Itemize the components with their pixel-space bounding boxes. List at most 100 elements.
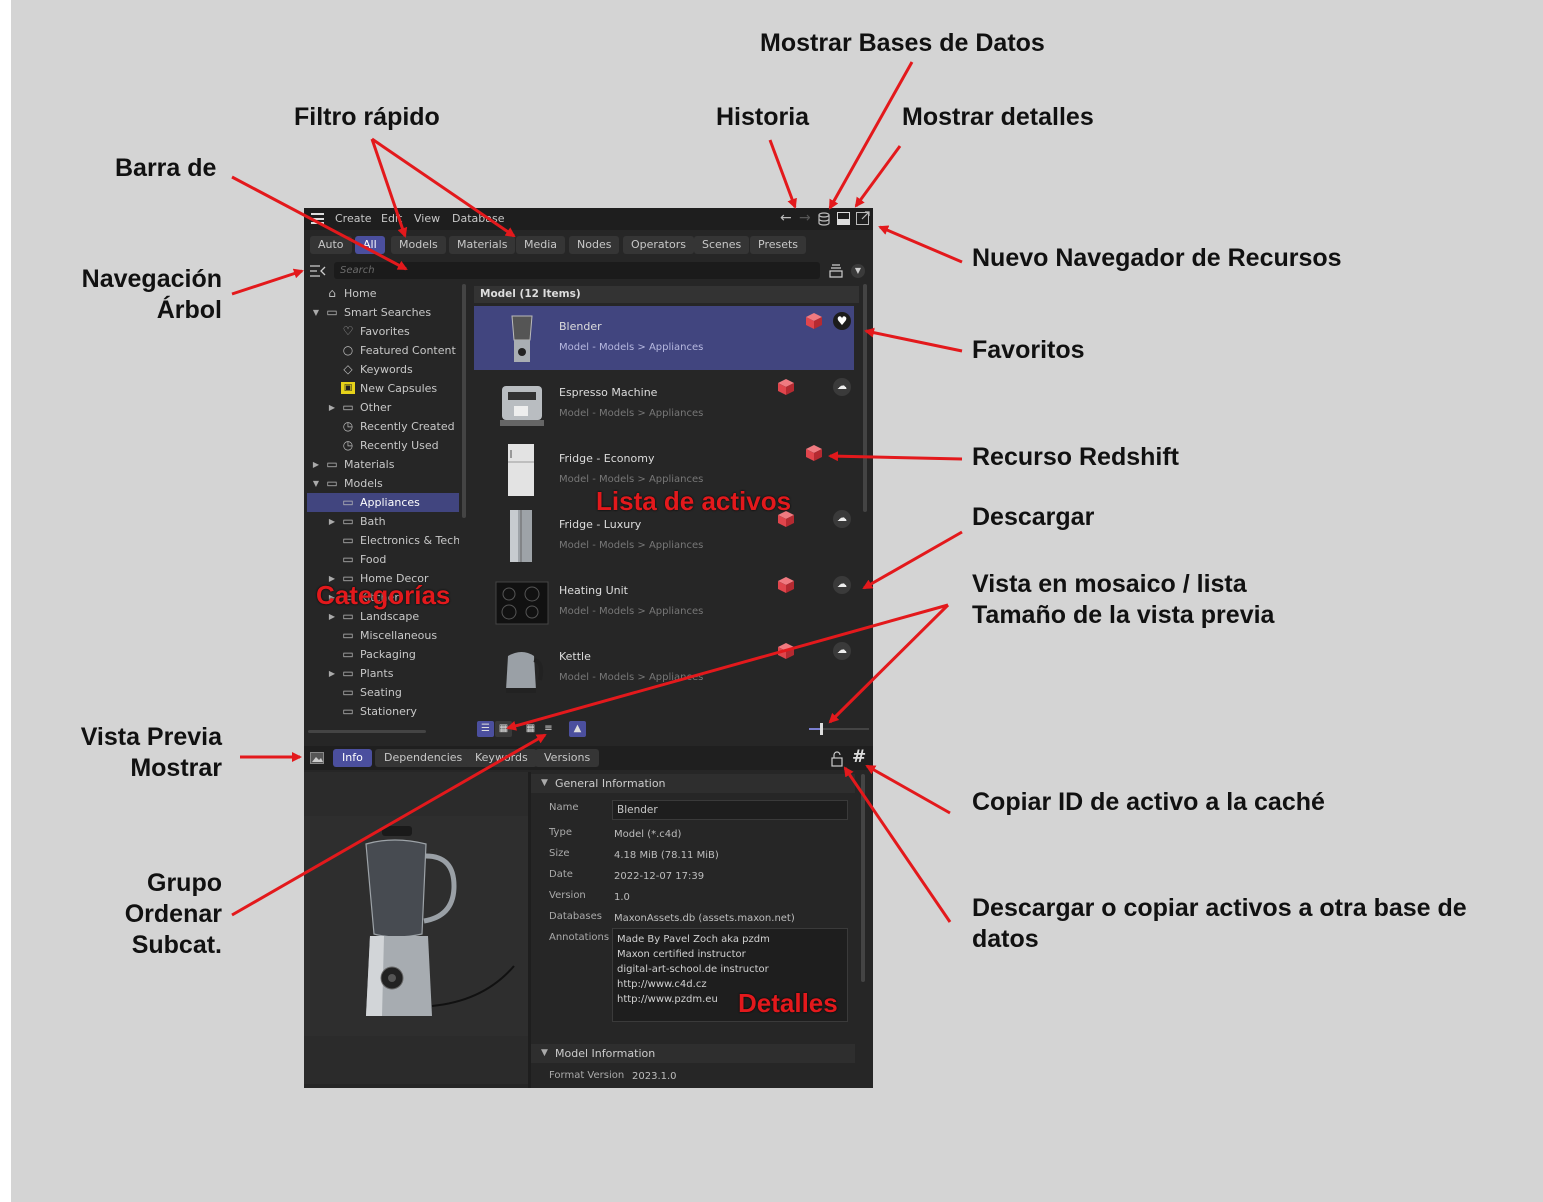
preview-toggle-icon[interactable] <box>310 751 324 765</box>
dropdown-chevron-icon[interactable]: ▼ <box>851 264 865 278</box>
list-view-icon[interactable]: ☰ <box>477 721 494 737</box>
database-icon[interactable] <box>818 212 830 226</box>
download-cloud-icon[interactable]: ☁ <box>833 576 851 594</box>
preview-size-slider[interactable] <box>809 723 869 735</box>
tree-item[interactable]: ▼▭Models <box>307 474 459 493</box>
tree-item[interactable]: ▶▭Kitchen <box>307 588 459 607</box>
group-icon[interactable]: ▦ <box>525 723 536 734</box>
tree-item[interactable]: ▶▭Landscape <box>307 607 459 626</box>
expand-right-icon[interactable]: ▶ <box>328 574 336 583</box>
asset-thumbnail <box>495 581 549 625</box>
tree-item[interactable]: ▶▭Home Decor <box>307 569 459 588</box>
asset-list-scrollbar[interactable] <box>863 284 867 512</box>
tree-item[interactable]: ◷Recently Used <box>307 436 459 455</box>
hash-id-icon[interactable]: # <box>852 747 867 767</box>
name-field[interactable]: Blender <box>612 800 848 820</box>
menu-edit[interactable]: Edit <box>381 212 403 225</box>
tree-item[interactable]: ▭Miscellaneous <box>307 626 459 645</box>
tree-item[interactable]: ▭Stationery <box>307 702 459 721</box>
tree-item[interactable]: ▣New Capsules <box>307 379 459 398</box>
new-window-icon[interactable] <box>856 211 870 225</box>
expand-right-icon[interactable]: ▶ <box>328 593 336 602</box>
database-stack-icon[interactable] <box>829 264 843 278</box>
tree-item[interactable]: ○Featured Content <box>307 341 459 360</box>
expand-right-icon[interactable]: ▶ <box>328 669 336 678</box>
tree-item[interactable]: ♡Favorites <box>307 322 459 341</box>
expand-down-icon[interactable]: ▼ <box>312 479 320 488</box>
tab-dependencies[interactable]: Dependencies <box>375 749 472 767</box>
view-toolbar: ☰ ▦ ▦ ≡ ▲ <box>474 718 869 740</box>
tab-keywords[interactable]: Keywords <box>466 749 537 767</box>
filter-materials[interactable]: Materials <box>449 236 516 254</box>
asset-name: Heating Unit <box>559 584 628 597</box>
detail-value-size: 4.18 MiB (78.11 MiB) <box>614 850 719 861</box>
tree-item[interactable]: ▭Seating <box>307 683 459 702</box>
callout-tree-navigation-line2: Árbol <box>156 296 222 324</box>
tab-versions[interactable]: Versions <box>535 749 600 767</box>
tree-item[interactable]: ▼▭Smart Searches <box>307 303 459 322</box>
details-scrollbar[interactable] <box>861 774 865 982</box>
asset-thumbnail <box>506 652 544 693</box>
folder-icon: ▭ <box>342 552 354 566</box>
tree-item[interactable]: ▭Packaging <box>307 645 459 664</box>
sort-icon[interactable]: ≡ <box>544 723 553 734</box>
subcategory-icon[interactable]: ▲ <box>569 721 586 737</box>
expand-right-icon[interactable]: ▶ <box>328 612 336 621</box>
menu-database[interactable]: Database <box>452 212 505 225</box>
general-info-section[interactable]: ▼ General Information <box>531 774 855 793</box>
tab-info[interactable]: Info <box>333 749 372 767</box>
tree-scrollbar[interactable] <box>462 284 466 518</box>
download-cloud-icon[interactable]: ☁ <box>833 642 851 660</box>
download-cloud-icon[interactable]: ☁ <box>833 378 851 396</box>
tree-item[interactable]: ◇Keywords <box>307 360 459 379</box>
filter-models[interactable]: Models <box>391 236 446 254</box>
menu-create[interactable]: Create <box>335 212 372 225</box>
menu-bar: Create Edit View Database ← → <box>304 208 873 230</box>
annotation-line: Maxon certified instructor <box>617 949 746 960</box>
filter-auto[interactable]: Auto <box>310 236 352 254</box>
menu-view[interactable]: View <box>414 212 441 225</box>
search-input[interactable]: Search <box>334 262 820 279</box>
tree-item[interactable]: ▶▭Plants <box>307 664 459 683</box>
detail-label-size: Size <box>549 848 570 859</box>
lock-copy-icon[interactable] <box>829 751 845 767</box>
filter-media[interactable]: Media <box>516 236 566 254</box>
filter-nodes[interactable]: Nodes <box>569 236 620 254</box>
tree-item[interactable]: ▭Electronics & Techn <box>307 531 459 550</box>
tree-item[interactable]: ▶▭Bath <box>307 512 459 531</box>
tile-view-icon[interactable]: ▦ <box>495 721 512 737</box>
preview-size-handle[interactable] <box>820 723 823 735</box>
forward-arrow-icon[interactable]: → <box>799 210 811 226</box>
tree-item[interactable]: ▶▭Materials <box>307 455 459 474</box>
collapse-tree-icon[interactable] <box>310 265 326 277</box>
tree-hscrollbar[interactable] <box>308 730 426 733</box>
expand-down-icon[interactable]: ▼ <box>312 308 320 317</box>
download-cloud-icon[interactable]: ☁ <box>833 510 851 528</box>
annotations-field[interactable]: Made By Pavel Zoch aka pzdm Maxon certif… <box>612 928 848 1022</box>
heart-icon: ♡ <box>342 324 354 338</box>
detail-panel-icon[interactable] <box>837 212 850 225</box>
tree-item[interactable]: ▭Food <box>307 550 459 569</box>
expand-right-icon[interactable]: ▶ <box>328 517 336 526</box>
hamburger-menu-icon[interactable] <box>311 213 324 224</box>
expand-right-icon[interactable]: ▶ <box>312 460 320 469</box>
filter-presets[interactable]: Presets <box>750 236 807 254</box>
tree-item[interactable]: ⌂Home <box>307 284 459 303</box>
filter-all[interactable]: All <box>355 236 385 254</box>
callout-tile-list-line1: Vista en mosaico / lista <box>972 570 1247 598</box>
tree-item[interactable]: ◷Recently Created <box>307 417 459 436</box>
tree-item[interactable]: ▶▭Other <box>307 398 459 417</box>
tree-item[interactable]: ▭Appliances <box>307 493 459 512</box>
expand-right-icon[interactable]: ▶ <box>328 403 336 412</box>
filter-operators[interactable]: Operators <box>623 236 694 254</box>
favorite-heart-icon[interactable]: ♥ <box>833 312 851 330</box>
back-arrow-icon[interactable]: ← <box>780 210 792 226</box>
filter-scenes[interactable]: Scenes <box>694 236 750 254</box>
model-info-section[interactable]: ▼ Model Information <box>531 1044 855 1063</box>
